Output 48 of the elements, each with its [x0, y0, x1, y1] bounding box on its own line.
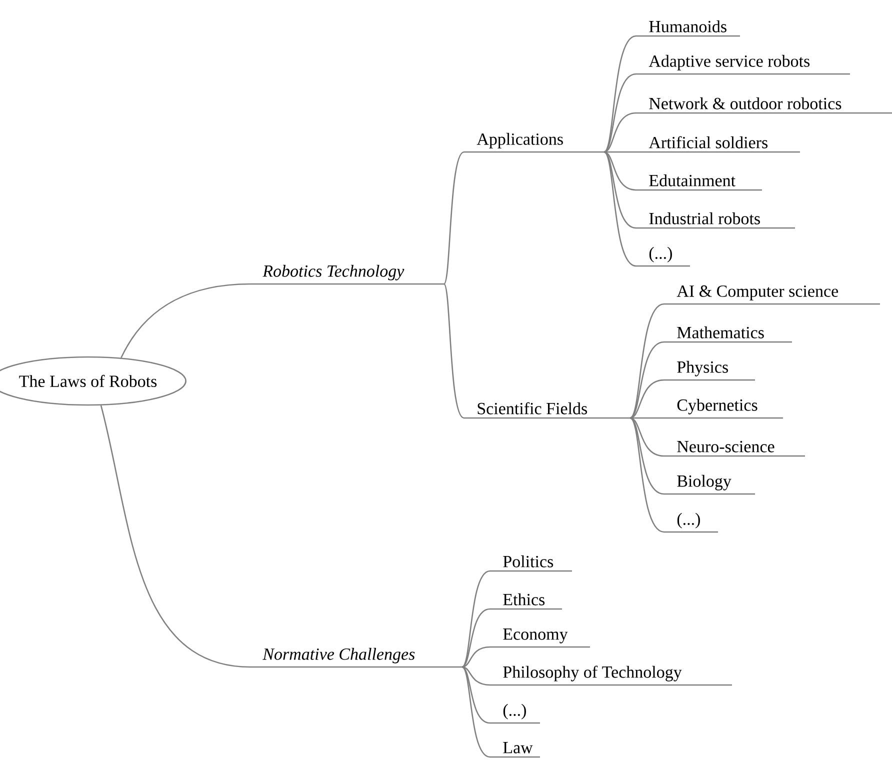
branch-line — [604, 151, 636, 191]
topic-underline: Edutainment — [636, 174, 762, 191]
topic-underline: Law — [490, 742, 540, 758]
topic-underline: Ethics — [490, 593, 562, 610]
branch-line — [630, 417, 664, 495]
topic-underline: Neuro-science — [664, 440, 805, 457]
branch-line — [630, 417, 664, 419]
topic-underline: Applications — [464, 132, 604, 153]
branch-line — [630, 417, 664, 533]
branch-line — [604, 151, 636, 229]
topic-underline: Cybernetics — [664, 398, 783, 419]
topic-underline: (...) — [636, 246, 690, 267]
branch-line — [462, 570, 490, 668]
branch-line — [604, 35, 636, 152]
branch-line — [604, 73, 636, 153]
branch-line — [630, 379, 664, 419]
branch-line — [604, 151, 636, 153]
topic-underline: Normative Challenges — [250, 648, 462, 668]
branch-line — [462, 646, 490, 668]
branch-line — [462, 666, 490, 724]
topic-underline: Robotics Technology — [250, 264, 444, 285]
branch-line — [462, 666, 490, 686]
branch-line — [443, 284, 464, 418]
branch-line — [462, 666, 490, 758]
topic-underline: Scientific Fields — [464, 402, 630, 419]
topic-underline: Artificial soldiers — [636, 136, 800, 153]
topic-underline: Adaptive service robots — [636, 54, 850, 75]
branch-line — [604, 152, 636, 267]
topic-underline: AI & Computer science — [664, 285, 880, 305]
topic-underline: Politics — [490, 555, 572, 572]
branch-line — [630, 303, 664, 418]
topic-underline: Biology — [664, 474, 755, 495]
branch-line — [630, 341, 664, 419]
branch-line — [604, 112, 636, 153]
branch-line — [100, 405, 250, 668]
topic-underline: Physics — [664, 360, 755, 381]
topic-underline: Economy — [490, 628, 590, 648]
topic-underline: Industrial robots — [636, 212, 795, 229]
topic-underline: (...) — [490, 704, 540, 724]
topic-underline: (...) — [664, 512, 718, 533]
topic-underline: Network & outdoor robotics — [636, 97, 892, 114]
branch-line — [443, 151, 464, 284]
branch-line — [120, 283, 250, 358]
branch-line — [462, 608, 490, 668]
branch-line — [630, 417, 664, 457]
topic-underline: Philosophy of Technology — [490, 666, 732, 686]
topic-underline: Humanoids — [636, 20, 740, 37]
topic-underline: Mathematics — [664, 326, 792, 343]
